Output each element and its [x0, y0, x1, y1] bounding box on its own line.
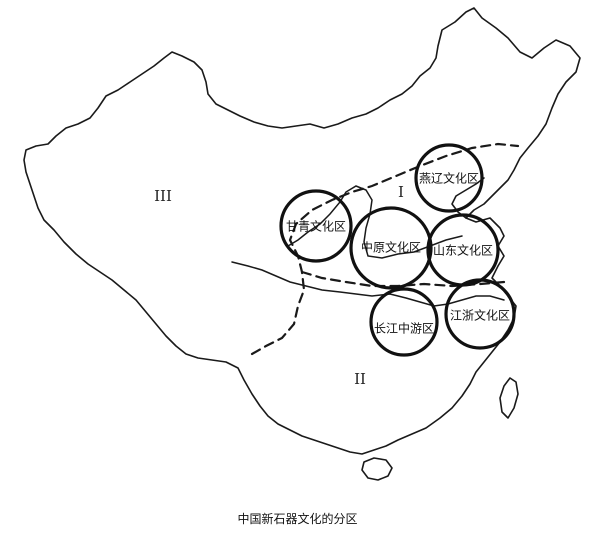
china-outline	[23, 7, 581, 455]
culture-label: 甘青文化区	[286, 219, 346, 234]
culture-area-shandong: 山东文化区	[426, 213, 500, 287]
zone-label-3: III	[154, 187, 172, 205]
culture-label: 长江中游区	[374, 321, 434, 336]
boundary-west	[250, 142, 520, 356]
yellow-river	[287, 185, 463, 259]
culture-circle	[349, 206, 433, 290]
map-caption: 中国新石器文化的分区	[237, 512, 358, 526]
yangtze-river	[231, 261, 505, 307]
bohai-coast	[451, 177, 485, 219]
culture-area-zhongyuan: 中原文化区	[349, 206, 433, 290]
culture-area-ganqing: 甘青文化区	[279, 189, 353, 263]
culture-area-changjiang: 长江中游区	[369, 287, 439, 357]
culture-circle	[444, 278, 516, 350]
culture-area-yanliao: 燕辽文化区	[414, 143, 484, 213]
zone-label-1: I	[398, 183, 404, 201]
hainan-island	[361, 457, 393, 481]
culture-area-jiangzhe: 江浙文化区	[444, 278, 516, 350]
taiwan-island	[499, 377, 519, 419]
culture-label: 山东文化区	[433, 243, 493, 258]
culture-circle	[414, 143, 484, 213]
culture-label: 燕辽文化区	[419, 171, 479, 186]
culture-circle	[279, 189, 353, 263]
culture-circle	[369, 287, 439, 357]
culture-label: 中原文化区	[361, 240, 421, 255]
culture-label: 江浙文化区	[450, 308, 510, 323]
zone-label-2: II	[354, 370, 366, 388]
